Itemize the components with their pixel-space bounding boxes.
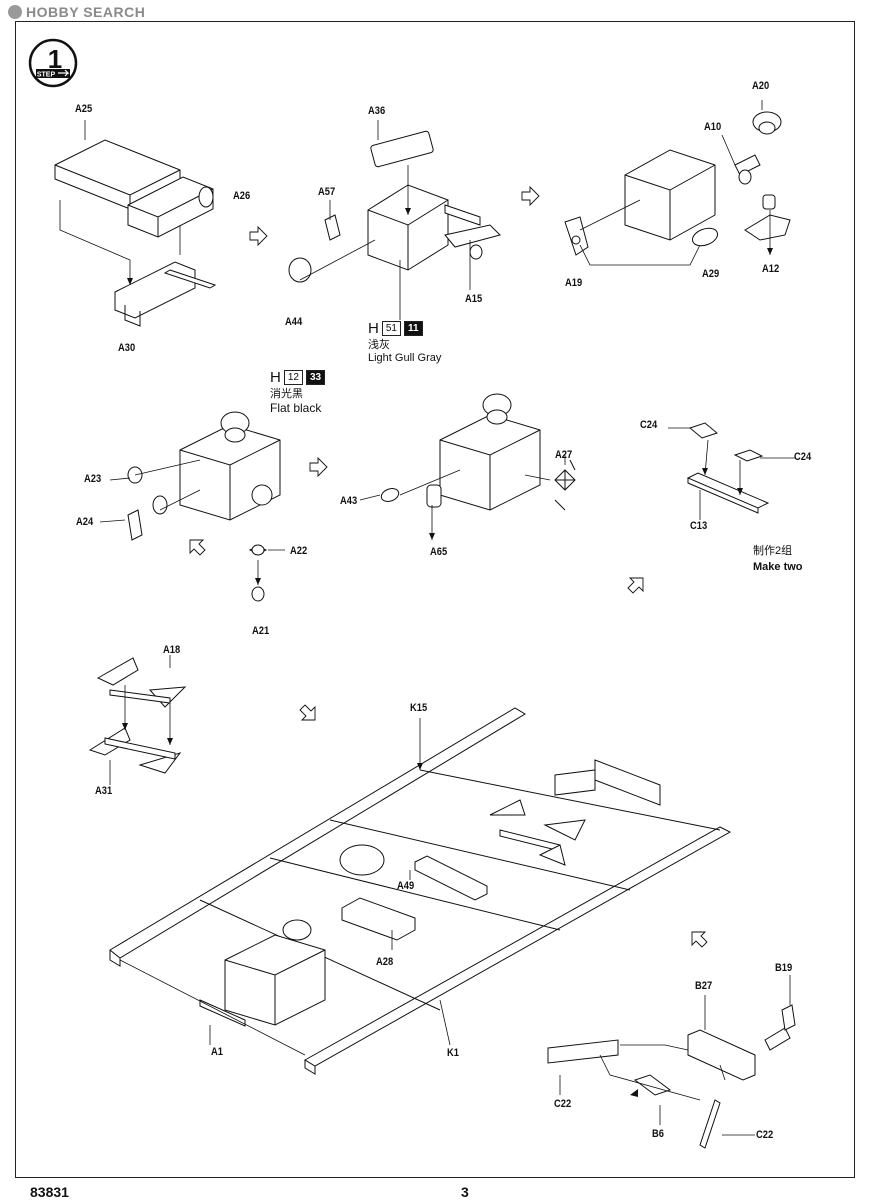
label-a15: A15: [465, 293, 483, 305]
label-a30: A30: [118, 342, 136, 354]
label-c13: C13: [690, 520, 708, 532]
part-a28-drawing: [341, 897, 416, 941]
label-a31: A31: [95, 785, 113, 797]
part-b27-drawing: [547, 1004, 796, 1149]
paint-1-en: Light Gull Gray: [368, 352, 442, 364]
paint-2-en: Flat black: [270, 401, 322, 415]
part-a18-a31-drawing: [88, 657, 187, 774]
part-a26-drawing: [127, 176, 214, 238]
label-c22-right: C22: [756, 1129, 774, 1141]
label-a19: A19: [565, 277, 583, 289]
label-a20: A20: [752, 80, 770, 92]
label-a18: A18: [163, 644, 181, 656]
svg-text:1: 1: [48, 44, 62, 74]
part-crossmember-rear-drawing: [489, 759, 661, 866]
watermark-seal-icon: [8, 5, 22, 19]
engine-assembly-3-drawing: [380, 393, 576, 511]
engine-assembly-4-drawing: [224, 919, 326, 1026]
paint-code-2: H 12 33: [270, 369, 326, 386]
page-frame: [15, 21, 855, 1178]
label-a21: A21: [252, 625, 270, 637]
label-a12: A12: [762, 263, 780, 275]
flow-arrow-icon: [691, 931, 708, 948]
chassis-frame-drawing: [109, 707, 732, 1075]
engine-assembly-2-drawing: [127, 411, 281, 602]
label-a36: A36: [368, 105, 386, 117]
label-a57: A57: [318, 186, 336, 198]
flow-arrow-icon: [627, 577, 644, 594]
step-badge-icon: 1 STEP: [28, 38, 78, 88]
label-a28: A28: [376, 956, 394, 968]
label-a65: A65: [430, 546, 448, 558]
label-k1: K1: [447, 1047, 459, 1059]
label-c22-left: C22: [554, 1098, 572, 1110]
label-c24-left: C24: [640, 419, 658, 431]
flow-arrow-icon: [249, 225, 268, 247]
engine-block-drawing: [288, 130, 501, 283]
part-c13-drawing: [686, 422, 770, 514]
make-two-en: Make two: [753, 561, 803, 573]
label-b19: B19: [775, 962, 793, 974]
part-a49-drawing: [339, 844, 385, 876]
page-number: 3: [461, 1184, 469, 1200]
label-a1: A1: [211, 1046, 223, 1058]
svg-text:STEP: STEP: [37, 72, 56, 79]
label-a25: A25: [75, 103, 93, 115]
label-a49: A49: [397, 880, 415, 892]
label-a44: A44: [285, 316, 303, 328]
label-b6: B6: [652, 1128, 664, 1140]
label-a43: A43: [340, 495, 358, 507]
product-code: 83831: [30, 1184, 69, 1200]
flow-arrow-icon: [299, 704, 316, 721]
label-a29: A29: [702, 268, 720, 280]
label-k15: K15: [410, 702, 428, 714]
label-a27: A27: [555, 449, 573, 461]
paint-1-cn: 浅灰: [368, 339, 390, 351]
watermark: HOBBY SEARCH: [8, 4, 145, 20]
label-a24: A24: [76, 516, 94, 528]
part-a30-drawing: [114, 261, 217, 327]
flow-arrow-icon: [521, 185, 540, 207]
label-a22: A22: [290, 545, 308, 557]
part-crossmember-drawing: [414, 855, 488, 901]
make-two-cn: 制作2组: [753, 545, 793, 557]
paint-code-1: H 51 11: [368, 320, 423, 337]
paint-2-cn: 消光黑: [270, 388, 303, 400]
engine-assembly-1-drawing: [564, 111, 791, 256]
label-b27: B27: [695, 980, 713, 992]
flow-arrow-icon: [309, 456, 328, 478]
label-a10: A10: [704, 121, 722, 133]
flow-arrow-icon: [189, 539, 206, 556]
label-a23: A23: [84, 473, 102, 485]
label-c24-right: C24: [794, 451, 812, 463]
label-a26: A26: [233, 190, 251, 202]
